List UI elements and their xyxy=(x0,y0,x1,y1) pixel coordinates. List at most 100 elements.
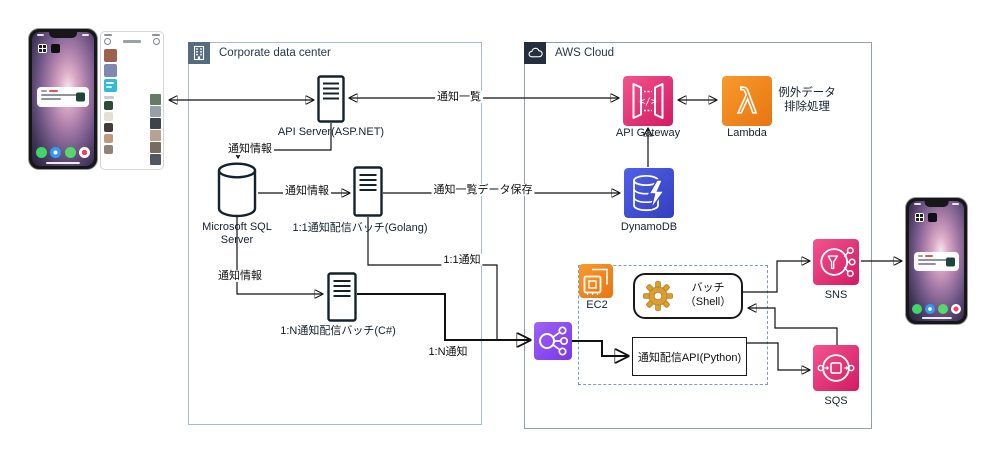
aws-group-title: AWS Cloud xyxy=(555,47,615,59)
item-thumbnail xyxy=(104,122,113,132)
item-thumbnail xyxy=(104,133,113,143)
svg-text:</>: </> xyxy=(639,97,656,108)
sns-icon xyxy=(813,239,859,285)
right-phone-home-screenshot xyxy=(905,197,968,325)
list-item xyxy=(104,133,149,143)
home-indicator xyxy=(921,317,952,319)
edge-sqlserver-csharp xyxy=(236,217,322,294)
app-dark-icon xyxy=(51,44,60,53)
edge-label-notify-info-golang: 通知情報 xyxy=(283,184,331,198)
elastic-load-balancer-icon xyxy=(534,322,572,360)
list-item xyxy=(104,144,149,154)
music-app-icon xyxy=(79,147,91,158)
shell-batch-label: バッチ （Shell） xyxy=(684,282,732,308)
left-phone-home-screenshot xyxy=(28,28,98,170)
list-item xyxy=(104,122,149,132)
dock xyxy=(32,147,94,158)
python-api-label: 通知配信API(Python) xyxy=(637,351,742,364)
sql-server-label: Microsoft SQL Server xyxy=(202,221,272,247)
golang-batch-label: 1:1通知配信バッチ(Golang) xyxy=(292,222,428,234)
left-phone-screen xyxy=(32,32,94,166)
phone-notch xyxy=(49,32,77,38)
menu-bell-icon xyxy=(104,38,111,45)
music-app-icon xyxy=(951,304,961,314)
lambda-label: Lambda xyxy=(727,127,767,139)
notification-app-icon xyxy=(76,92,85,102)
item-thumbnail xyxy=(104,111,113,121)
card-thumbnail-teal xyxy=(104,79,117,92)
svg-text:λ: λ xyxy=(737,82,757,122)
edge-pythonapi-sqs xyxy=(745,342,809,370)
list-item xyxy=(104,100,149,110)
status-time xyxy=(37,34,44,36)
ec2-instance-group xyxy=(578,265,768,385)
ec2-label: EC2 xyxy=(586,299,608,311)
notification-card xyxy=(104,64,160,77)
golang-batch-server-icon xyxy=(353,166,383,222)
sqs-icon xyxy=(813,345,859,391)
sql-server-icon xyxy=(216,161,258,223)
app-dark-icon xyxy=(928,213,937,222)
api-server-icon xyxy=(317,75,345,128)
card-thumbnail xyxy=(104,64,117,77)
browser-app-icon xyxy=(50,147,62,158)
right-phone-screen xyxy=(909,201,964,321)
app-status-bar xyxy=(101,32,163,37)
edge-sqs-shellbatch xyxy=(749,308,838,345)
csharp-batch-label: 1:N通知配信バッチ(C#) xyxy=(280,325,396,337)
building-icon xyxy=(188,42,210,64)
edge-shellbatch-sns xyxy=(743,261,809,293)
dynamodb-label: DynamoDB xyxy=(620,221,678,233)
edge-label-list-save: 通知一覧データ保存 xyxy=(431,183,535,197)
notification-app-icon xyxy=(946,257,955,266)
photo-strip xyxy=(150,94,161,165)
gear-icon xyxy=(643,281,673,311)
phone-app-icon xyxy=(35,147,47,158)
dock xyxy=(909,304,964,314)
push-notification-banner xyxy=(37,87,89,107)
app-title-bar xyxy=(123,40,141,43)
messages-app-icon xyxy=(64,147,76,158)
notification-card xyxy=(104,49,160,62)
edge-label-notify-info-db: 通知情報 xyxy=(226,142,274,156)
phone-app-icon xyxy=(912,304,922,314)
push-notification-banner xyxy=(914,252,959,271)
csharp-batch-server-icon xyxy=(327,272,357,327)
dynamodb-icon xyxy=(624,168,674,218)
notification-app-screenshot xyxy=(100,31,164,170)
card-thumbnail xyxy=(104,49,117,62)
aws-cloud-group: AWS Cloud xyxy=(524,42,872,429)
phone-notch xyxy=(924,201,949,207)
list-item xyxy=(104,111,149,121)
edge-label-one-to-n: 1:N通知 xyxy=(426,345,470,359)
api-server-label: API Server(ASP.NET) xyxy=(277,126,385,138)
app-header xyxy=(101,37,163,47)
cloud-icon xyxy=(524,42,546,64)
item-thumbnail xyxy=(104,144,113,154)
lambda-note: 例外データ 排除処理 xyxy=(778,87,836,113)
sns-label: SNS xyxy=(824,289,848,301)
sqs-label: SQS xyxy=(824,395,848,407)
home-app-icons xyxy=(38,44,60,53)
item-thumbnail xyxy=(104,100,113,110)
edge-elb-pythonapi xyxy=(572,340,627,356)
browser-app-icon xyxy=(925,304,935,314)
home-app-icons xyxy=(915,213,937,222)
edge-label-one-to-one: 1:1通知 xyxy=(441,253,483,267)
corporate-group-title: Corporate data center xyxy=(219,47,331,59)
edge-csharp-elb xyxy=(357,293,529,340)
corporate-data-center-group: Corporate data center xyxy=(188,42,482,425)
app-folder-icon xyxy=(915,213,924,222)
edge-label-notify-info-csharp: 通知情報 xyxy=(216,269,264,283)
messages-app-icon xyxy=(938,304,948,314)
status-battery xyxy=(952,203,959,205)
api-gateway-icon: </> xyxy=(623,76,673,126)
status-time xyxy=(914,203,921,205)
notification-card xyxy=(104,79,160,92)
api-gateway-label: API Gateway xyxy=(615,127,681,139)
edge-label-notify-list: 通知一覧 xyxy=(435,90,483,104)
edge-golang-oneone xyxy=(367,217,498,340)
app-folder-icon xyxy=(38,44,47,53)
